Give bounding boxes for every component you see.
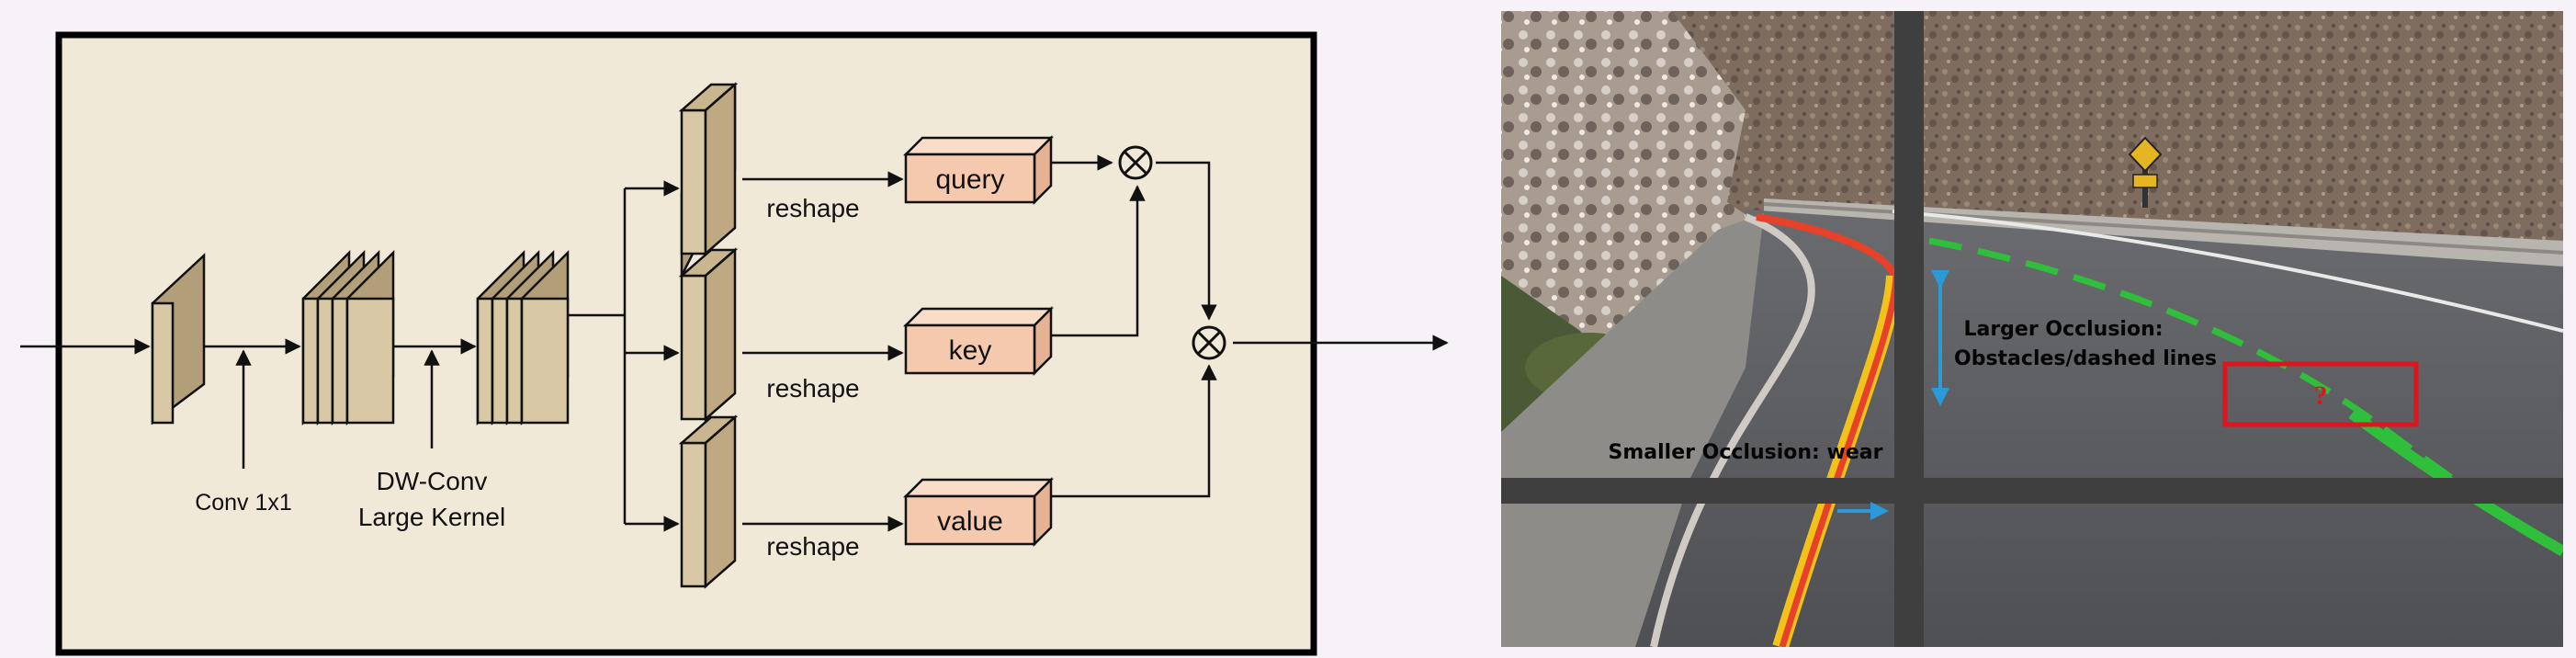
feature-map-value [678,414,739,589]
reshape-label-key: reshape [766,374,859,403]
query-box: query [902,134,1055,206]
horizontal-occlusion-bar [1501,478,2563,504]
feature-map-key [678,247,739,422]
feature-stack-dwconv [476,249,570,426]
right-lane-marking [1928,237,2563,555]
reshape-label-value: reshape [766,532,859,561]
key-box: key [902,305,1055,377]
key-label: key [949,335,992,366]
missing-lane-box [2222,361,2419,427]
dwconv-label-line2: Large Kernel [358,503,505,531]
multiply-operator-2 [1192,325,1226,360]
conv-label: Conv 1x1 [195,490,292,516]
multiply-operator-1 [1118,145,1153,180]
value-label: value [937,506,1003,537]
reshape-label-query: reshape [766,194,859,222]
value-to-mult-arrow [1051,364,1217,498]
larger-occlusion-label-line2: Obstacles/dashed lines [1954,347,2217,370]
mult1-to-mult2-arrow [1156,161,1217,321]
value-box: value [902,476,1055,548]
feature-map-query [678,82,739,277]
missing-lane-question: ? [2314,380,2328,411]
branch-connectors [568,180,680,532]
dwconv-label-line1: DW-Conv [377,467,488,495]
vertical-occlusion-bar [1894,11,1924,647]
attention-diagram: Conv 1x1 DW-Conv Large Kernel [20,31,1449,656]
left-lane-marking [1756,213,1898,278]
road-photo: ? Larger Occlusion: Obstacles/dashed lin… [1501,11,2563,647]
key-to-mult-arrow [1051,185,1146,337]
feature-map-input [151,253,206,425]
feature-stack-conv [301,249,395,426]
smaller-occlusion-label: Smaller Occlusion: wear [1609,441,1883,464]
larger-occlusion-label-line1: Larger Occlusion: [1963,318,2163,341]
query-label: query [935,164,1004,195]
